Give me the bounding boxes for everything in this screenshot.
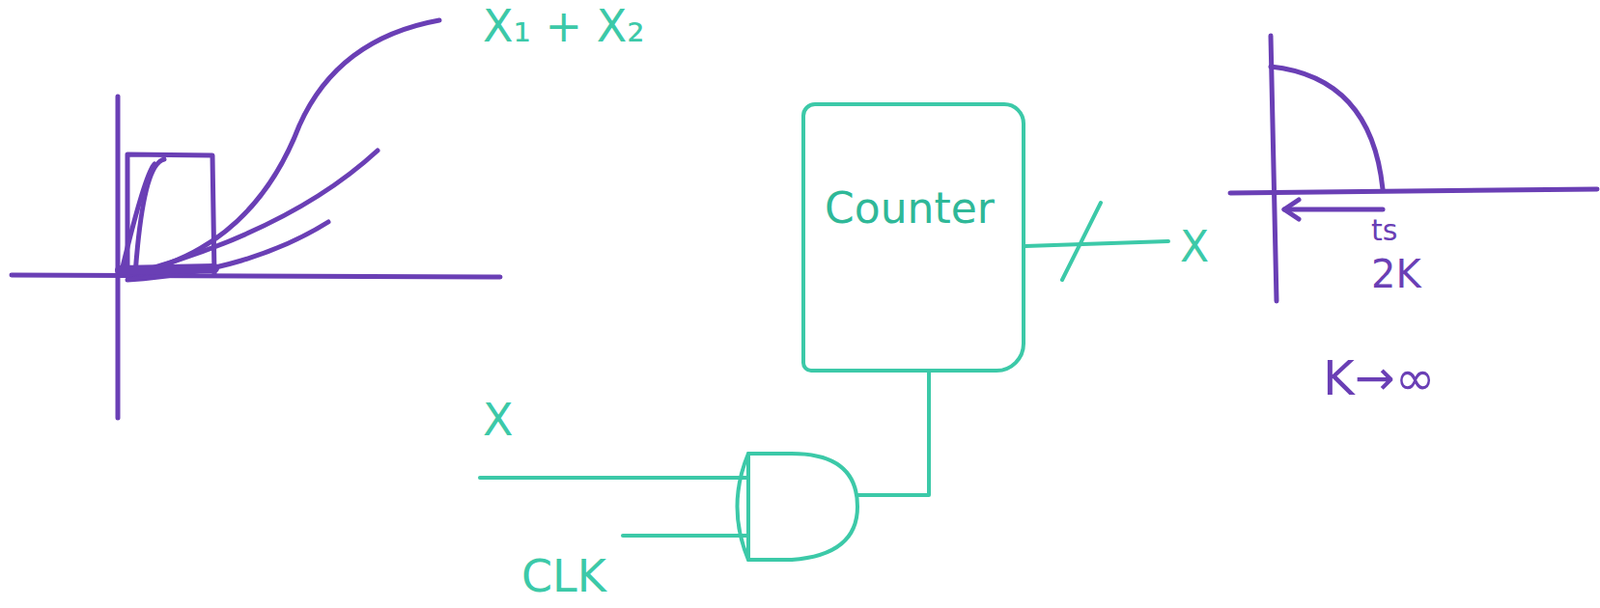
left-plot [11,20,501,419]
fraction-bottom: 2K [1371,252,1422,296]
fraction-top: ts [1371,214,1398,247]
counter-box: Counter [801,102,1026,373]
node-text: Counter [824,183,995,233]
signal-name: X [482,395,514,446]
limit-note: K→∞ [1322,352,1435,406]
logic-wiring [479,202,1169,561]
signal-name: CLK [521,552,607,602]
signal-name: X [1179,224,1209,271]
signal-sum: X₁ + X₂ [482,1,646,52]
right-plot [1230,35,1598,302]
